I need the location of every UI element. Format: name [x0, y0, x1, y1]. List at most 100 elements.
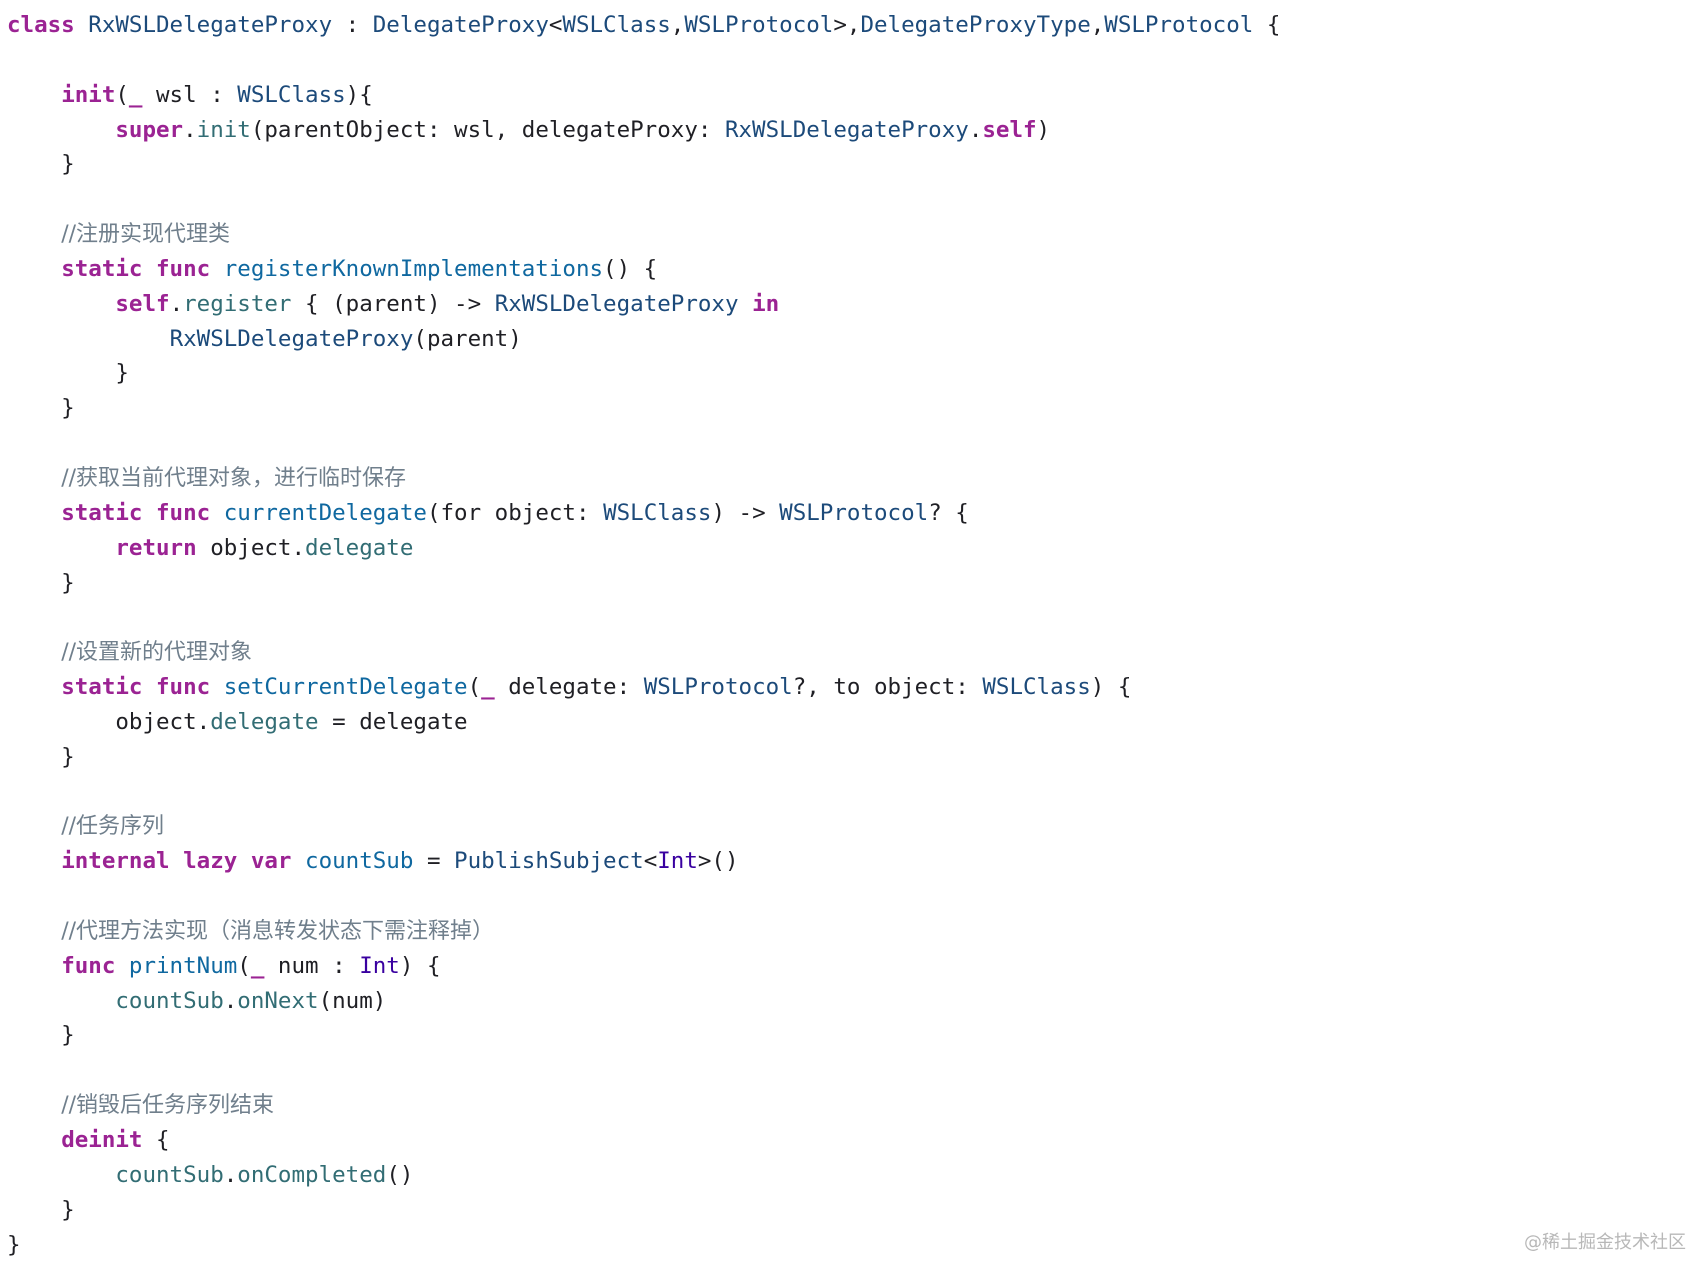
code-keyword: static: [61, 499, 143, 526]
code-text: .: [968, 116, 983, 143]
code-type-name: RxWSLDelegateProxy: [169, 325, 414, 352]
code-text: wsl :: [142, 81, 238, 108]
code-text: .: [223, 987, 238, 1014]
code-line: }: [7, 740, 1280, 775]
code-text: .: [223, 1161, 238, 1188]
code-line: static func registerKnownImplementations…: [7, 252, 1280, 287]
code-text: [142, 500, 156, 526]
code-text: }: [7, 743, 75, 770]
code-line: [7, 879, 1280, 914]
code-text: num :: [264, 952, 360, 979]
code-keyword: self: [115, 290, 170, 317]
code-member-name: register: [183, 290, 292, 317]
code-text: .: [183, 116, 197, 143]
code-text: [7, 291, 115, 317]
code-keyword: deinit: [61, 1127, 143, 1153]
code-keyword: lazy: [183, 848, 238, 875]
code-text: >(): [697, 848, 739, 875]
code-member-name: countSub: [115, 987, 224, 1014]
code-text: [115, 953, 129, 979]
code-text: [7, 953, 61, 979]
code-text: (parent): [413, 325, 522, 352]
code-text: object.: [7, 708, 211, 735]
code-block: class RxWSLDelegateProxy : DelegateProxy…: [7, 8, 1280, 1262]
code-text: <: [548, 12, 563, 38]
code-text: (: [467, 674, 482, 701]
code-comment: //注册实现代理类: [61, 222, 231, 248]
code-line: //注册实现代理类: [7, 217, 1280, 252]
code-comment: //获取当前代理对象，进行临时保存: [61, 465, 407, 491]
code-text: [7, 535, 115, 561]
code-text: [7, 82, 61, 108]
code-line: }: [7, 147, 1280, 182]
code-text: }: [7, 360, 129, 387]
code-text: [7, 813, 61, 839]
code-text: [7, 1092, 61, 1118]
code-line: //获取当前代理对象，进行临时保存: [7, 461, 1280, 496]
code-text: (num): [318, 987, 387, 1014]
code-line: //销毁后任务序列结束: [7, 1088, 1280, 1123]
code-type-name: WSLClass: [562, 12, 671, 38]
code-text: }: [7, 395, 75, 422]
code-text: }: [7, 1022, 75, 1049]
code-member-name: delegate: [305, 534, 414, 561]
code-line: //代理方法实现（消息转发状态下需注释掉）: [7, 914, 1280, 949]
code-text: [291, 848, 305, 874]
code-keyword: var: [250, 848, 292, 875]
code-keyword: static: [61, 255, 143, 282]
code-text: :: [332, 12, 373, 38]
code-type-name: WSLClass: [982, 674, 1091, 701]
code-text: ,: [670, 12, 685, 38]
code-text: ) ->: [711, 499, 780, 526]
code-line: [7, 182, 1280, 217]
code-line: return object.delegate: [7, 531, 1280, 566]
code-line: }: [7, 566, 1280, 601]
code-text: .: [169, 290, 184, 317]
code-keyword: super: [115, 116, 184, 143]
code-line: RxWSLDelegateProxy(parent): [7, 322, 1280, 357]
code-declaration-name: currentDelegate: [223, 499, 427, 526]
code-text: =: [413, 848, 455, 875]
code-type-name: RxWSLDelegateProxy: [494, 290, 739, 317]
code-line: deinit {: [7, 1123, 1280, 1158]
code-type-name: WSLProtocol: [1104, 12, 1254, 38]
code-comment: //设置新的代理对象: [61, 640, 253, 666]
code-text: [7, 848, 61, 874]
code-member-name: delegate: [210, 708, 319, 735]
code-type-name: WSLProtocol: [643, 674, 793, 701]
code-text: [7, 256, 61, 282]
code-line: object.delegate = delegate: [7, 705, 1280, 740]
code-line: [7, 775, 1280, 810]
code-keyword: init: [61, 81, 116, 108]
code-line: countSub.onCompleted(): [7, 1158, 1280, 1193]
code-text: }: [7, 1196, 75, 1223]
code-text: (parentObject: wsl, delegateProxy:: [250, 116, 725, 143]
code-type-name: DelegateProxyType: [860, 12, 1091, 38]
code-text: [75, 12, 89, 38]
code-declaration-name: printNum: [128, 952, 238, 979]
code-text: {: [1253, 12, 1281, 38]
code-line: static func currentDelegate(for object: …: [7, 496, 1280, 531]
code-keyword: self: [982, 116, 1037, 143]
code-type-name: WSLClass: [237, 81, 346, 108]
code-text: [7, 500, 61, 526]
code-line: self.register { (parent) -> RxWSLDelegat…: [7, 287, 1280, 322]
code-keyword: func: [156, 674, 211, 701]
code-declaration-name: setCurrentDelegate: [223, 674, 468, 701]
code-text: [210, 256, 224, 282]
code-text: [7, 1162, 115, 1188]
code-declaration-name: registerKnownImplementations: [223, 255, 604, 282]
code-stdlib-type: Int: [359, 952, 400, 979]
code-text: [7, 674, 61, 700]
code-text: (: [237, 952, 251, 979]
code-text: (for object:: [426, 499, 604, 526]
code-text: [7, 988, 115, 1014]
code-line: [7, 600, 1280, 635]
code-text: ) {: [399, 952, 441, 979]
code-text: object.: [196, 534, 306, 561]
code-keyword: _: [250, 952, 265, 979]
code-text: ?, to object:: [792, 674, 983, 701]
code-line: }: [7, 1018, 1280, 1053]
code-line: }: [7, 1193, 1280, 1228]
code-text: [7, 465, 61, 491]
